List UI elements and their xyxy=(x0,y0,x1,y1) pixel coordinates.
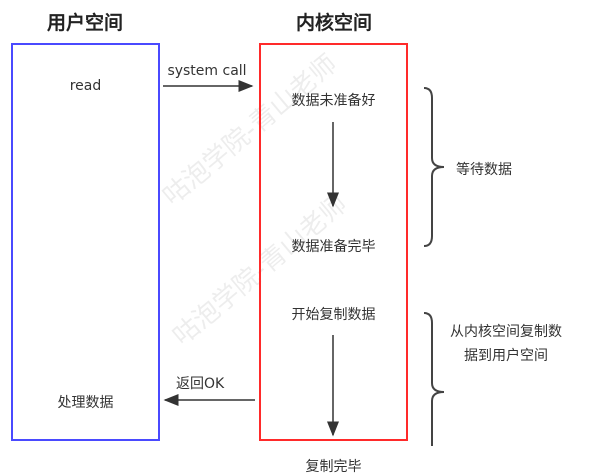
return-ok-label: 返回OK xyxy=(176,376,225,392)
process-data-label: 处理数据 xyxy=(57,395,114,411)
wait-data-label: 等待数据 xyxy=(456,162,512,178)
user-space-box xyxy=(11,43,160,441)
diagram-lines xyxy=(163,80,445,446)
kernel-space-title: 内核空间 xyxy=(295,12,372,34)
copy-phase-line1: 从内核空间复制数 xyxy=(450,324,562,340)
copy-done-label: 复制完毕 xyxy=(305,459,362,475)
copy-phase-line2: 据到用户空间 xyxy=(464,348,548,364)
wait-brace xyxy=(423,87,445,247)
read-label: read xyxy=(69,78,102,94)
copy-start-label: 开始复制数据 xyxy=(291,307,376,323)
copy-phase-label: 从内核空间复制数 据到用户空间 xyxy=(450,320,562,368)
data-ready-label: 数据准备完毕 xyxy=(291,239,376,255)
kernel-space-box xyxy=(259,43,408,441)
user-space-title: 用户空间 xyxy=(46,12,123,34)
copy-brace xyxy=(423,312,445,446)
system-call-label: system call xyxy=(167,63,247,79)
data-not-ready-label: 数据未准备好 xyxy=(291,93,376,109)
